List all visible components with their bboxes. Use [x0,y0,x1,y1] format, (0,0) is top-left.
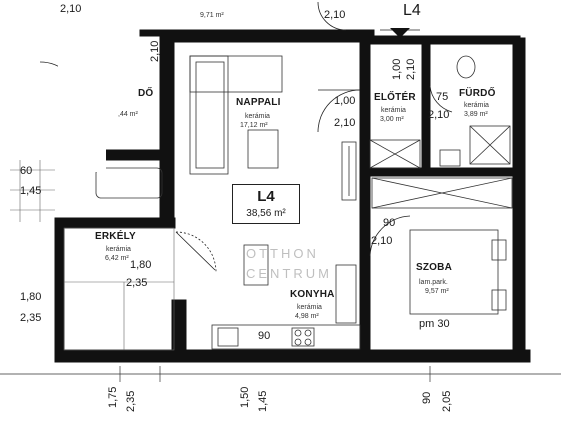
neighbor-furdo-area: ,44 m² [118,111,138,118]
door-swing-szoba [369,215,411,257]
dim-entry-vert-h: 2,10 [405,58,417,80]
neighbor-blank [58,32,106,172]
dim-left-door-h: 2,35 [20,312,42,324]
watermark-line1: OTTHON [246,246,319,261]
dim-kitchen-counter: 90 [258,330,271,342]
dim-entry-door-h: 2,10 [334,117,356,129]
dim-entry-door-w: 1,00 [334,95,356,107]
kitchen-counter [211,324,361,350]
wall-west-lower [171,299,187,353]
dim-bottom-2-h: 1,45 [257,390,269,412]
coffee-table [247,129,279,169]
nightstand [491,239,507,261]
dim-bottom-2-w: 1,50 [239,386,251,408]
wall-north-living [173,29,375,43]
dim-entry-vert-w: 1,00 [391,58,403,80]
wall-west-mid [159,207,175,229]
door-swing-balcony [175,231,216,271]
washbasin [439,149,461,167]
room-szoba-name: SZOBA [416,262,452,273]
unit-code: L4 [257,188,275,205]
wall-living-east [359,41,371,358]
room-szoba-area: 9,57 m² [425,288,449,295]
unit-area: 38,56 m² [246,208,286,219]
wall-north-east [369,35,521,45]
dim-top-left: 2,10 [60,3,82,15]
sink [217,327,239,347]
sofa-corner [189,55,283,93]
watermark-line2: CENTRUM [246,266,332,281]
dim-bottom-1-w: 1,75 [107,386,119,408]
room-erkely-material: kerámia [106,246,131,253]
wall-balcony-north [54,217,176,229]
neighbor-top-area: 9,71 m² [200,12,224,19]
room-erkely-area: 6,42 m² [105,255,129,262]
dim-top-center: 2,10 [324,9,346,21]
room-nappali-material: kerámia [245,113,270,120]
room-konyha-material: kerámia [297,304,322,311]
dim-balcony-door-h: 2,35 [126,277,148,289]
bed [409,229,499,315]
balcony-floor [63,227,175,351]
shower [469,125,511,165]
door-swing-bath [429,85,453,113]
wall-balcony-west [54,217,65,359]
wardrobe [369,139,421,169]
dim-szoba-door-h: 2,10 [371,235,393,247]
room-konyha-area: 4,98 m² [295,313,319,320]
dim-bottom-3-w: 90 [421,391,433,404]
dim-left-door-w: 1,80 [20,291,42,303]
wall-szoba-north [369,167,521,177]
room-furdo-name: FÜRDŐ [459,88,496,99]
door-swing-entry [317,89,361,133]
dim-balcony-door-w: 1,80 [130,259,152,271]
room-nappali-name: NAPPALI [236,97,281,108]
dim-bottom-3-h: 2,05 [441,390,453,412]
dim-szoba-pm: pm 30 [419,318,450,330]
unit-top-marker: L4 [403,2,421,19]
dim-neighbor-win-h: 1,45 [20,185,42,197]
room-furdo-material: kerámia [464,102,489,109]
room-erkely-name: ERKÉLY [95,231,136,242]
entry-arrow-icon [390,28,410,38]
tv-cabinet [341,141,357,201]
room-eloter-name: ELŐTÉR [374,92,416,103]
szoba-wardrobe [371,177,513,209]
wall-east [512,37,526,359]
wall-south [54,349,531,363]
dim-neighbor-win-w: 60 [20,165,33,177]
dim-neighbor-door: 2,10 [149,40,161,62]
wall-bath-west [421,37,431,169]
room-eloter-material: kerámia [381,107,406,114]
cooktop [291,327,315,347]
room-konyha-name: KONYHA [290,289,335,300]
dining-table [243,244,269,286]
room-nappali-area: 17,12 m² [240,122,268,129]
room-furdo-area: 3,89 m² [464,111,488,118]
unit-label-box: L4 38,56 m² [232,184,300,224]
fridge [335,264,357,324]
dim-bottom-1-h: 2,35 [125,390,137,412]
neighbor-furdo-name: DŐ [138,88,154,99]
dim-szoba-door-w: 90 [383,217,396,229]
dim-bath-door-w: 75 [436,91,449,103]
toilet [456,55,476,79]
dim-bath-door-h: 2,10 [428,109,450,121]
room-szoba-material: lam.park. [419,279,448,286]
wall-neighbor-top [139,29,161,37]
nightstand-2 [491,289,507,311]
bathtub-neighbor [95,167,163,199]
room-eloter-area: 3,00 m² [380,116,404,123]
